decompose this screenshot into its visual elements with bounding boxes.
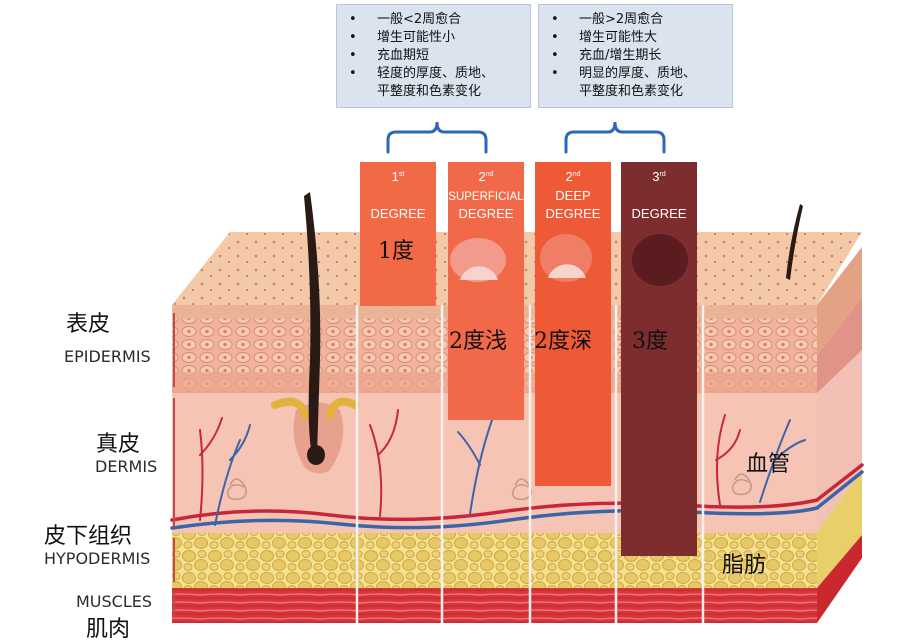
epidermis-en: EPIDERMIS [64,347,151,366]
callout-right-item: 增生可能性大 [549,29,722,47]
sweat-glands [226,473,753,501]
callout-left-item: 充血期短 [347,47,520,65]
blister [450,238,506,282]
degree-2s-label: 2nd [478,169,493,184]
brace-right [564,121,666,154]
muscles-en: MUSCLES [76,592,153,611]
callout-superficial: 一般<2周愈合 增生可能性小 充血期短 轻度的厚度、质地、 平整度和色素变化 [336,4,531,108]
vessel-label: 血管 [746,452,791,477]
callout-right-item: 充血/增生期长 [549,47,722,65]
degree-3-label: 3rd [652,169,666,184]
eschar [632,234,688,286]
degree-2s-line2: DEGREE [459,206,514,221]
brace-left [386,121,488,154]
dermis-cn: 真皮 [96,432,141,457]
epidermis-cn: 表皮 [66,312,111,337]
hair-follicle-left [271,192,359,474]
degree-3-line2: DEGREE [632,206,687,221]
section-dividers [355,305,705,623]
callout-left-item: 增生可能性小 [347,29,520,47]
degree-1-label: 1st [392,169,405,184]
degree-2s-cn: 2度浅 [449,329,507,354]
callout-left-item: 轻度的厚度、质地、 [347,65,520,83]
muscles-cn: 肌肉 [86,617,131,642]
burn-degree-2-deep [535,162,611,486]
callout-right-item: 一般>2周愈合 [549,11,722,29]
degree-1-line2: DEGREE [371,206,426,221]
burn-degree-2-superficial [448,162,524,420]
hypodermis-layer [172,533,817,588]
blood-vessels [170,409,864,530]
degree-3-cn: 3度 [632,329,668,354]
dermis-en: DERMIS [95,457,158,476]
callout-left-item: 一般<2周愈合 [347,11,520,29]
skin-block-side [817,247,862,623]
degree-2d-label: 2nd [565,169,580,184]
degree-1-cn: 1度 [378,239,414,264]
degree-2d-line1: DEEP [555,188,590,203]
skin-burn-diagram: 1st DEGREE 2nd SUPERFICIAL DEGREE 2nd DE… [170,121,864,623]
muscle-layer [172,588,817,623]
hypodermis-cn: 皮下组织 [44,524,133,549]
burn-degree-3 [621,162,697,556]
hypodermis-en: HYPODERMIS [44,549,151,568]
hair-right [786,204,803,280]
burn-degree-1 [360,162,436,306]
fat-label: 脂肪 [722,553,767,578]
callout-left-item: 平整度和色素变化 [377,84,482,99]
callout-right-item: 明显的厚度、质地、 [549,65,722,83]
degree-2d-line2: DEGREE [546,206,601,221]
degree-2s-line1: SUPERFICIAL [448,191,524,203]
degree-2d-cn: 2度深 [534,329,592,354]
callout-right-item: 平整度和色素变化 [579,84,684,99]
callout-deep: 一般>2周愈合 增生可能性大 充血/增生期长 明显的厚度、质地、 平整度和色素变… [538,4,733,108]
